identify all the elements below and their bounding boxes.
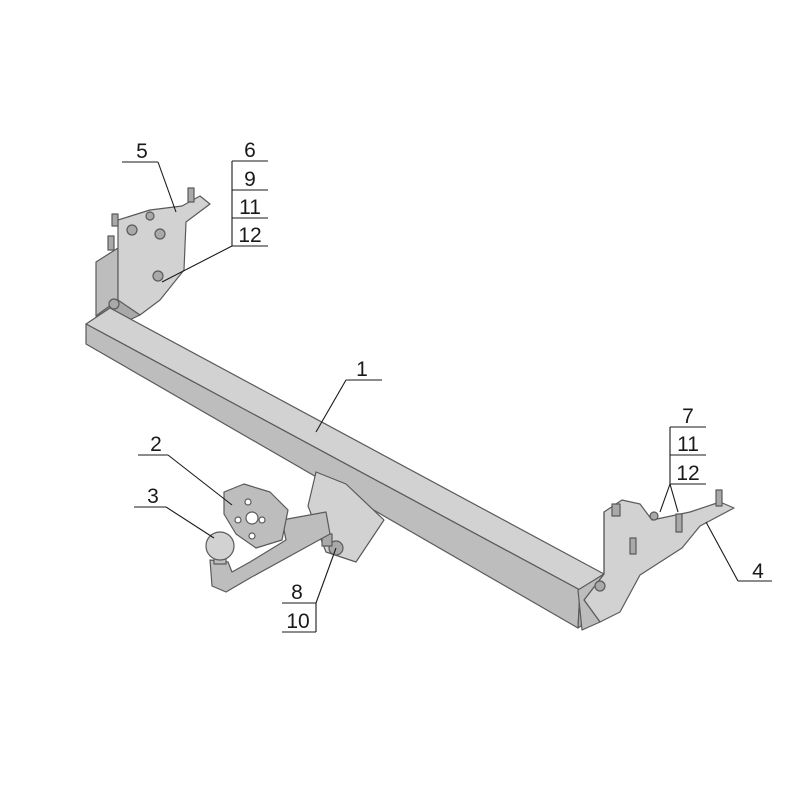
callout-label-12-left: 12 <box>238 224 261 247</box>
tow-ball <box>205 531 235 565</box>
callout-label-8: 8 <box>291 581 303 604</box>
callout-label-12-right: 12 <box>676 462 699 485</box>
callout-leader-lines <box>122 160 772 633</box>
main-cross-beam <box>85 307 605 629</box>
callout-label-2: 2 <box>150 433 162 456</box>
callout-label-4: 4 <box>752 560 764 583</box>
socket-plate <box>223 483 289 549</box>
callout-label-11-right: 11 <box>677 433 699 456</box>
left-mounting-bracket <box>95 187 211 333</box>
callout-label-6: 6 <box>244 139 256 162</box>
right-mounting-bracket <box>577 489 735 631</box>
callout-label-1: 1 <box>356 358 368 381</box>
callout-label-9: 9 <box>244 168 256 191</box>
callout-label-10: 10 <box>286 610 309 633</box>
callout-labels: 1 2 3 4 5 6 9 11 12 7 11 12 8 10 <box>136 139 764 633</box>
callout-label-11-left: 11 <box>239 196 261 219</box>
callout-label-3: 3 <box>147 485 159 508</box>
callout-label-5: 5 <box>136 140 148 163</box>
tow-ball-arm <box>209 511 331 593</box>
callout-label-7: 7 <box>682 405 694 428</box>
